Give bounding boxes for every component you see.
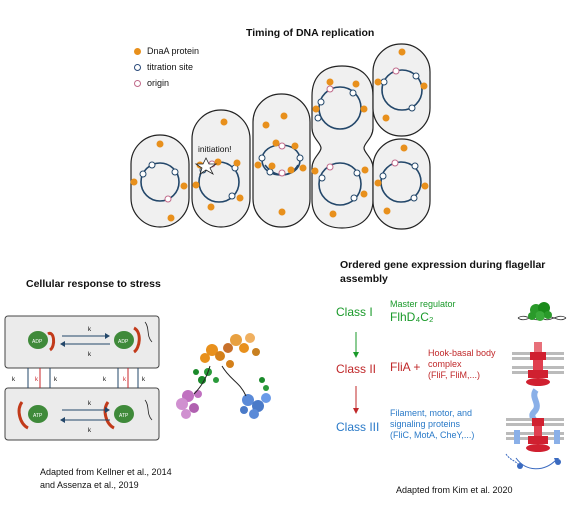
cell-5 <box>372 43 431 137</box>
k-td-right-label: k <box>103 377 107 383</box>
panel-b-caption-line2: and Assenza et al., 2019 <box>40 480 139 490</box>
cell-3 <box>252 93 311 228</box>
class-3-desc-line2: signaling proteins <box>390 419 461 429</box>
k-dt-left-label: k <box>54 377 58 383</box>
k-on-adp-label: k <box>88 327 92 333</box>
adp-state-box <box>4 315 160 369</box>
protein-structure-illustration <box>176 333 271 419</box>
panel-c-title: Ordered gene expression during flagellar… <box>340 258 545 286</box>
panel-a-title: Timing of DNA replication <box>246 27 375 39</box>
chaperone-right-adp-icon <box>114 331 134 349</box>
atp-label-left: ATP <box>33 413 43 419</box>
dnaa-dot-icon <box>134 47 141 55</box>
flhdc-dna-icon <box>517 302 567 321</box>
panel-b-caption: Adapted from Kellner et al., 2014 and As… <box>40 466 172 492</box>
class-2-main: FliA + <box>390 360 421 374</box>
class-3-label: Class III <box>336 420 380 434</box>
adp-label-left: ADP <box>32 339 43 345</box>
arrow-class2-to-class3-icon <box>353 408 359 414</box>
cell-2 <box>191 109 251 228</box>
legend-titration: titration site <box>134 62 193 72</box>
chaperone-left-atp-icon <box>28 405 48 423</box>
cell-4 <box>311 65 374 229</box>
class-2-desc: Hook-basal body complex (FliF, FliM,...) <box>428 348 496 381</box>
chaperone-right-atp-icon <box>114 405 134 423</box>
cell-1 <box>130 134 190 228</box>
chaperone-left-adp-icon <box>28 331 48 349</box>
flagellum-motor-icon <box>505 388 564 470</box>
adp-label-right: ADP <box>118 339 129 345</box>
class-2-desc-line2: complex <box>428 359 462 369</box>
class-1-desc-line2: FlhD₄C₂ <box>390 310 434 324</box>
origin-ring-icon <box>134 79 141 87</box>
k-dt-right-label: k <box>142 377 146 383</box>
legend-origin-label: origin <box>147 78 170 88</box>
atp-label-right: ATP <box>119 413 129 419</box>
cell-6 <box>372 138 431 230</box>
class-3-desc: Filament, motor, and signaling proteins … <box>390 408 474 441</box>
k-off-atp-label: k <box>88 428 92 434</box>
class-1-desc: Master regulator FlhD₄C₂ <box>390 299 456 323</box>
k-on-atp-label: k <box>88 401 92 407</box>
legend-origin: origin <box>134 78 169 88</box>
class-3-desc-line3: (FliC, MotA, CheY,...) <box>390 430 475 440</box>
atp-state-box <box>4 387 160 441</box>
legend-dnaa-label: DnaA protein <box>147 46 200 56</box>
k-s-label: k <box>123 377 127 383</box>
cell-cycle-diagram: .cell { fill:#f0f0f0; stroke:#222; strok… <box>130 43 431 230</box>
k-td-left-label: k <box>12 377 16 383</box>
class-2-desc-line1: Hook-basal body <box>428 348 496 358</box>
panel-c-title-line2: assembly <box>340 273 388 285</box>
class-2-label: Class II <box>336 362 377 376</box>
stress-response-diagram: ADP ADP k k k k k k k k ATP ATP k k <box>4 315 271 441</box>
panel-b-title: Cellular response to stress <box>26 278 161 290</box>
hook-basal-body-icon <box>512 342 564 386</box>
class-1-label: Class I <box>336 305 373 319</box>
k-off-adp-label: k <box>88 352 92 358</box>
class-2-desc-line3: (FliF, FliM,...) <box>428 370 480 380</box>
k-1-label: k <box>35 377 39 383</box>
arrow-class1-to-class2-icon <box>353 352 359 358</box>
titration-ring-icon <box>134 63 141 71</box>
panel-c-caption: Adapted from Kim et al. 2020 <box>396 485 513 495</box>
panel-b-caption-line1: Adapted from Kellner et al., 2014 <box>40 467 172 477</box>
legend-titration-label: titration site <box>147 62 194 72</box>
initiation-annotation: initiation! <box>198 144 232 154</box>
legend-dnaa: DnaA protein <box>134 46 199 56</box>
panel-c-title-line1: Ordered gene expression during flagellar <box>340 259 546 271</box>
initiation-star-icon <box>194 157 218 176</box>
class-3-desc-line1: Filament, motor, and <box>390 408 473 418</box>
flagellar-diagram <box>353 302 567 470</box>
class-1-desc-line1: Master regulator <box>390 299 456 309</box>
